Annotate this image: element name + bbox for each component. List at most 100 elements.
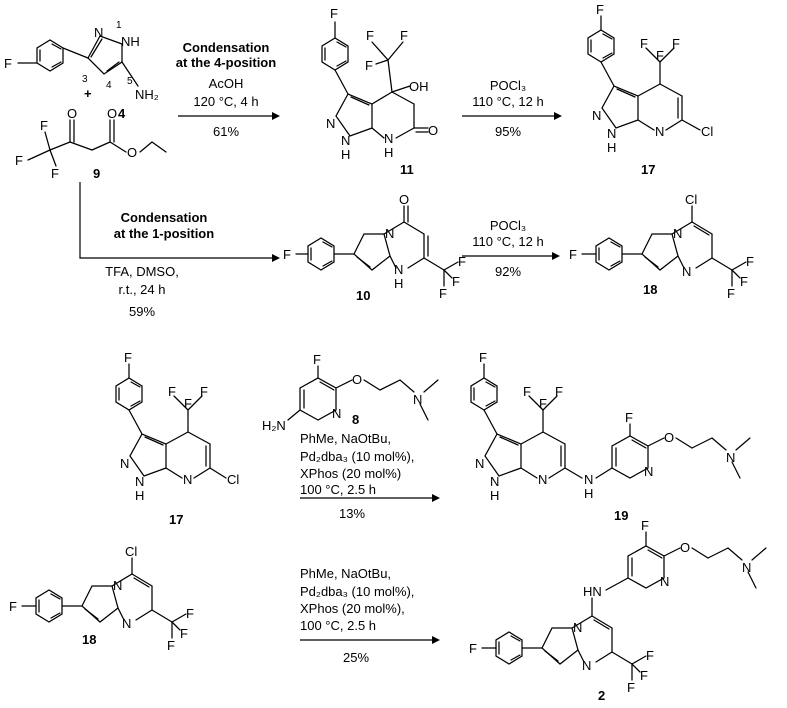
atom-F: F [469, 641, 477, 656]
atom-N: N [607, 126, 616, 141]
compound-label-19: 19 [614, 508, 628, 523]
reaction-3-title-line2: at the 1-position [114, 226, 214, 241]
atom-N: N [384, 131, 393, 146]
atom-N: N [592, 108, 601, 123]
reaction-3-conditions: r.t., 24 h [119, 282, 166, 297]
compound-label-10: 10 [356, 288, 370, 303]
atom-F: F [15, 153, 23, 168]
atom-F: F [627, 680, 635, 695]
atom-F: F [313, 352, 321, 367]
compound-label-4: 4 [118, 106, 126, 121]
compound-label-8: 8 [352, 412, 359, 427]
compound-19-structure [470, 363, 751, 479]
atom-F: F [640, 36, 648, 51]
atom-Cl: Cl [701, 124, 713, 139]
atom-F: F [124, 350, 132, 365]
atom-N: N [490, 474, 499, 489]
atom-O: O [127, 145, 137, 160]
atom-F: F [167, 638, 175, 653]
atom-H2N: H₂N [262, 418, 286, 433]
atom-N: N [682, 264, 691, 279]
compound-label-18: 18 [82, 632, 96, 647]
reaction-1-reagent: AcOH [209, 76, 244, 91]
compound-10-structure [295, 205, 459, 287]
compound-17-structure [115, 363, 227, 479]
arrow-head [552, 252, 560, 260]
atom-F: F [746, 254, 754, 269]
atom-NH2: NH₂ [135, 87, 159, 102]
atom-H: H [490, 488, 499, 503]
atom-N: N [341, 133, 350, 148]
atom-N: N [394, 262, 403, 277]
plus-sign: + [84, 86, 92, 101]
reaction-arrow [79, 182, 272, 259]
atom-F: F [479, 350, 487, 365]
atom-N: N [94, 25, 103, 40]
atom-N: N [413, 392, 422, 407]
reaction-1-title-line2: at the 4-position [176, 55, 276, 70]
reaction-3-title-line1: Condensation [121, 210, 208, 225]
reaction-4-yield: 92% [495, 264, 521, 279]
atom-N: N [385, 226, 394, 241]
atom-N: N [655, 124, 664, 139]
atom-OH: OH [409, 79, 429, 94]
atom-F: F [452, 274, 460, 289]
atom-O: O [664, 430, 674, 445]
atom-F: F [4, 56, 12, 71]
arrow-head [272, 254, 280, 262]
atom-F: F [727, 286, 735, 301]
atom-HN: HN [583, 584, 602, 599]
atom-F: F [365, 58, 373, 73]
reaction-1-title-line1: Condensation [183, 40, 270, 55]
arrow-head [554, 112, 562, 120]
reaction-3-reagent: TFA, DMSO, [105, 264, 179, 279]
atom-F: F [330, 6, 338, 21]
atom-F: F [523, 384, 531, 399]
arrow-head [432, 494, 440, 502]
atom-F: F [555, 384, 563, 399]
arrow-head [272, 112, 280, 120]
atom-F: F [180, 626, 188, 641]
atom-F: F [184, 396, 192, 411]
atom-N: N [673, 226, 682, 241]
atom-F: F [366, 28, 374, 43]
atom-N: N [122, 616, 131, 631]
atom-N: N [183, 472, 192, 487]
atom-N: N [644, 464, 653, 479]
atom-F: F [168, 384, 176, 399]
atom-F: F [656, 48, 664, 63]
atom-O: O [67, 106, 77, 121]
atom-F: F [200, 384, 208, 399]
compound-2-structure [481, 531, 767, 681]
atom-N: N [120, 456, 129, 471]
atom-F: F [641, 518, 649, 533]
compound-label-18: 18 [643, 282, 657, 297]
reaction-2-reagent: POCl₃ [490, 78, 526, 93]
atom-F: F [458, 254, 466, 269]
atom-H: H [584, 486, 593, 501]
compound-label-17: 17 [641, 162, 655, 177]
atom-H: H [341, 147, 350, 162]
atom-O: O [680, 540, 690, 555]
reaction-1-yield: 61% [213, 124, 239, 139]
atom-N: N [113, 578, 122, 593]
atom-N: N [726, 450, 735, 465]
reaction-2-yield: 95% [495, 124, 521, 139]
atom-N: N [582, 658, 591, 673]
atom-F: F [596, 2, 604, 17]
reaction-5-yield: 13% [339, 506, 365, 521]
compound-4-structure [17, 35, 139, 87]
reaction-5-line2: Pd₂dba₃ (10 mol%), [300, 449, 414, 464]
atom-O: O [107, 106, 117, 121]
atom-Cl: Cl [125, 544, 137, 559]
atom-F: F [672, 36, 680, 51]
reaction-1-conditions: 120 °C, 4 h [193, 94, 258, 109]
compound-11-structure [321, 21, 429, 139]
atom-Cl: Cl [685, 192, 697, 207]
arrow-head [432, 636, 440, 644]
atom-N: N [573, 620, 582, 635]
reaction-6-line2: Pd₂dba₃ (10 mol%), [300, 584, 414, 599]
atom-Cl: Cl [227, 472, 239, 487]
atom-N: N [538, 472, 547, 487]
